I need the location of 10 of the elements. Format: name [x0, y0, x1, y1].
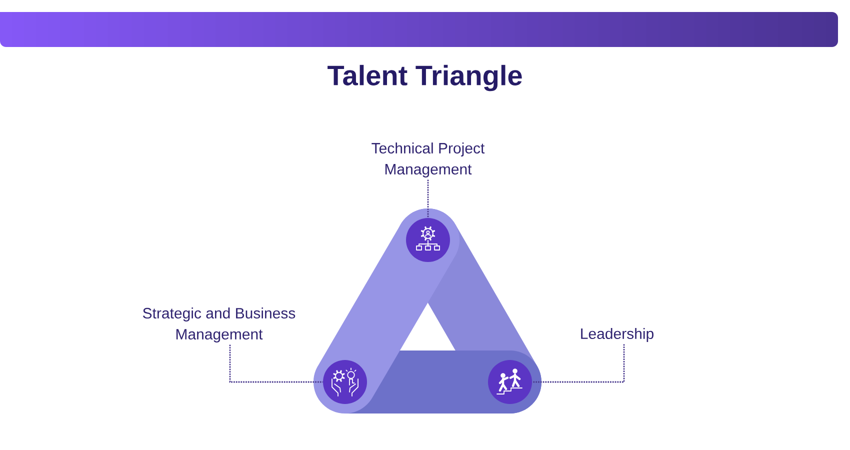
leader-line — [229, 344, 323, 383]
skill-label: Strategic and Business Management — [142, 308, 296, 342]
icon-disc — [488, 360, 532, 404]
icon-disc — [406, 218, 450, 262]
title: Talent Triangle — [328, 64, 522, 92]
icon-disc — [323, 360, 367, 404]
leader-line — [532, 344, 625, 383]
skill-label: Technical Project Management — [372, 142, 485, 178]
skill-label: Leadership — [581, 328, 654, 342]
leader-line — [427, 180, 429, 218]
